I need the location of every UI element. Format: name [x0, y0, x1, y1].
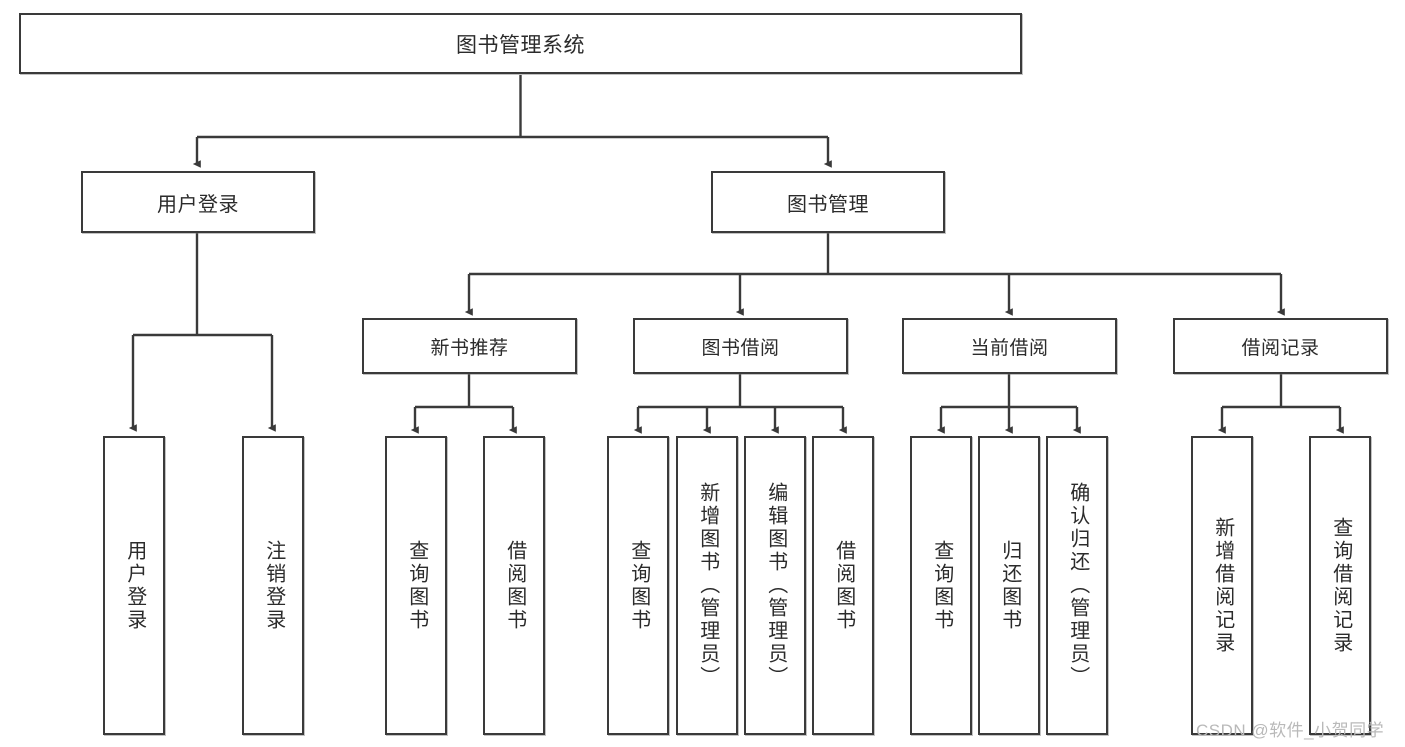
leaf-confirm-return-label: 确认归还（管理员） [1066, 482, 1089, 689]
leaf-return-book[interactable]: 归还图书 [978, 436, 1040, 735]
node-user-login[interactable]: 用户登录 [81, 171, 315, 233]
node-current-borrow[interactable]: 当前借阅 [902, 318, 1117, 374]
node-borrow-record[interactable]: 借阅记录 [1173, 318, 1388, 374]
node-book-management[interactable]: 图书管理 [711, 171, 945, 233]
leaf-borrow-book-2[interactable]: 借阅图书 [812, 436, 874, 735]
leaf-query-book-2-label: 查询图书 [627, 539, 650, 632]
node-new-book-recommend-label: 新书推荐 [430, 337, 509, 359]
node-book-borrow[interactable]: 图书借阅 [633, 318, 848, 374]
node-book-management-label: 图书管理 [787, 193, 869, 216]
leaf-logout-login[interactable]: 注销登录 [242, 436, 304, 735]
leaf-query-book-1[interactable]: 查询图书 [385, 436, 447, 735]
node-current-borrow-label: 当前借阅 [970, 337, 1049, 359]
leaf-query-record-label: 查询借阅记录 [1329, 516, 1352, 655]
leaf-borrow-book-1-label: 借阅图书 [503, 539, 526, 632]
leaf-edit-book[interactable]: 编辑图书（管理员） [744, 436, 806, 735]
node-new-book-recommend[interactable]: 新书推荐 [362, 318, 577, 374]
node-borrow-record-label: 借阅记录 [1241, 337, 1320, 359]
leaf-query-book-3-label: 查询图书 [930, 539, 953, 632]
node-user-login-label: 用户登录 [157, 193, 239, 216]
leaf-add-book-label: 新增图书（管理员） [696, 482, 719, 689]
leaf-user-login[interactable]: 用户登录 [103, 436, 165, 735]
csdn-watermark: CSDN @软件_小贺同学 [1196, 721, 1385, 740]
leaf-add-book[interactable]: 新增图书（管理员） [676, 436, 738, 735]
leaf-borrow-book-1[interactable]: 借阅图书 [483, 436, 545, 735]
leaf-query-book-1-label: 查询图书 [405, 539, 428, 632]
leaf-edit-book-label: 编辑图书（管理员） [764, 482, 787, 689]
leaf-add-record-label: 新增借阅记录 [1211, 516, 1234, 655]
leaf-borrow-book-2-label: 借阅图书 [832, 539, 855, 632]
leaf-add-record[interactable]: 新增借阅记录 [1191, 436, 1253, 735]
node-root-system[interactable]: 图书管理系统 [19, 13, 1022, 74]
leaf-query-book-3[interactable]: 查询图书 [910, 436, 972, 735]
leaf-query-record[interactable]: 查询借阅记录 [1309, 436, 1371, 735]
node-root-system-label: 图书管理系统 [456, 33, 585, 57]
leaf-logout-login-label: 注销登录 [262, 539, 285, 632]
leaf-confirm-return[interactable]: 确认归还（管理员） [1046, 436, 1108, 735]
leaf-return-book-label: 归还图书 [998, 539, 1021, 632]
leaf-query-book-2[interactable]: 查询图书 [607, 436, 669, 735]
leaf-user-login-label: 用户登录 [123, 539, 146, 632]
node-book-borrow-label: 图书借阅 [701, 337, 780, 359]
